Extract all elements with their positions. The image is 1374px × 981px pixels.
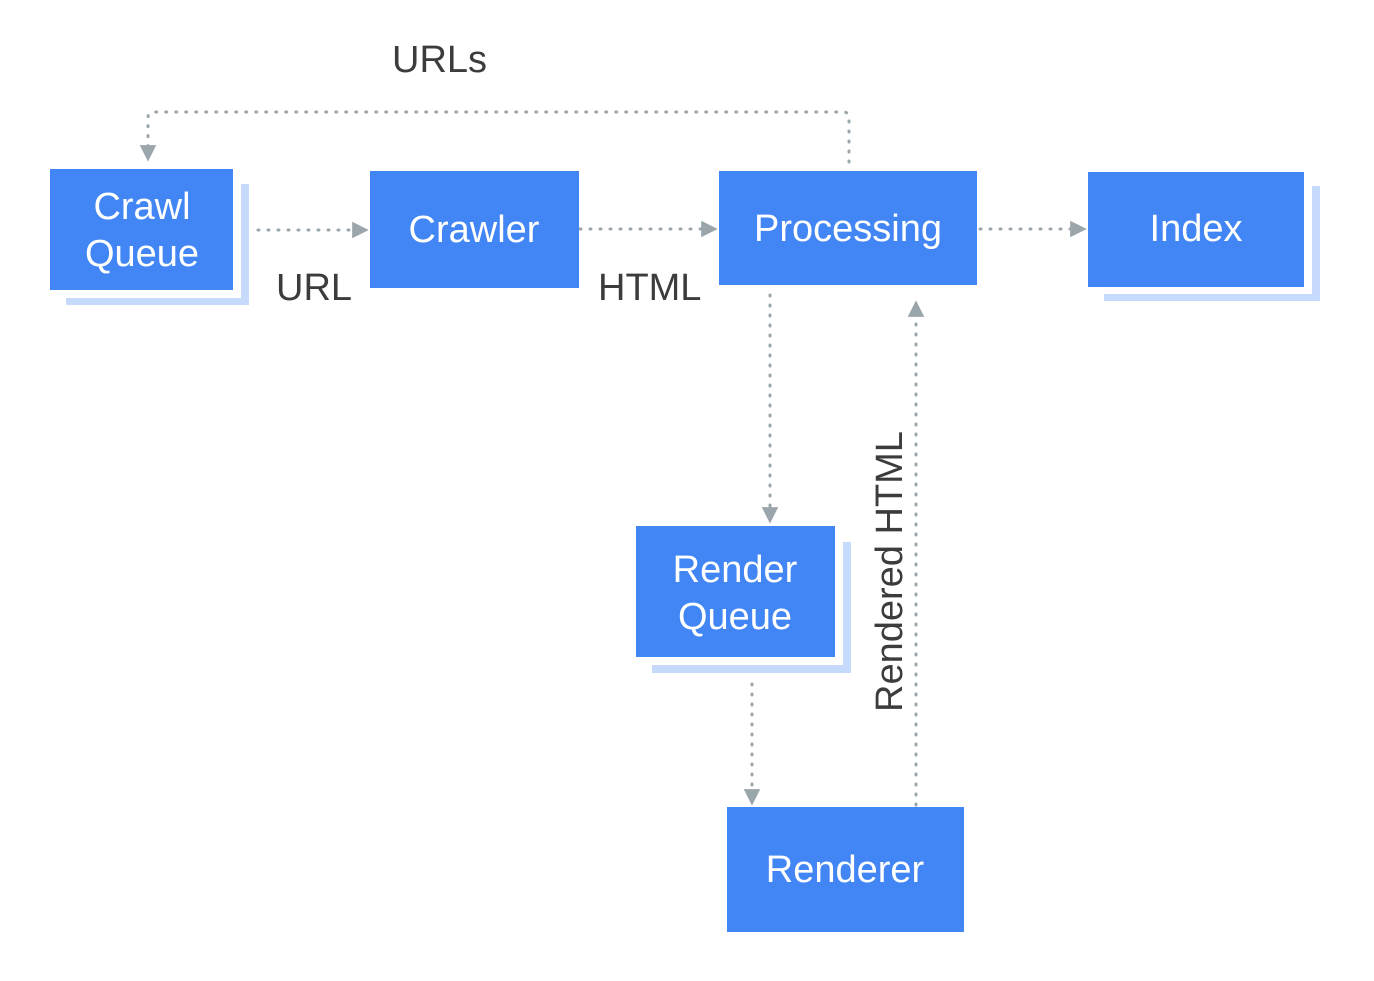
crawl-queue-line2: Queue <box>85 233 199 275</box>
index-label: Index <box>1150 208 1243 250</box>
node-index: Index <box>1088 172 1320 301</box>
node-processing: Processing <box>719 171 977 285</box>
node-render-queue: Render Queue <box>636 526 851 673</box>
crawl-queue-line1: Crawl <box>93 186 190 228</box>
edge-label-urls: URLs <box>392 39 487 81</box>
edge-urls-feedback <box>139 110 851 164</box>
renderer-label: Renderer <box>766 849 925 891</box>
edges <box>139 110 1087 807</box>
render-queue-line2: Queue <box>678 596 792 638</box>
processing-label: Processing <box>754 208 942 250</box>
edge-labels: URLs URL HTML Rendered HTML <box>276 39 911 712</box>
node-crawler: Crawler <box>370 171 579 288</box>
edge-label-rendered-html: Rendered HTML <box>869 431 911 712</box>
node-renderer: Renderer <box>727 807 964 932</box>
render-queue-line1: Render <box>673 549 798 591</box>
node-crawl-queue: Crawl Queue <box>50 169 249 305</box>
edge-label-url: URL <box>276 267 352 309</box>
edge-label-html: HTML <box>598 267 701 309</box>
crawler-label: Crawler <box>409 209 540 251</box>
